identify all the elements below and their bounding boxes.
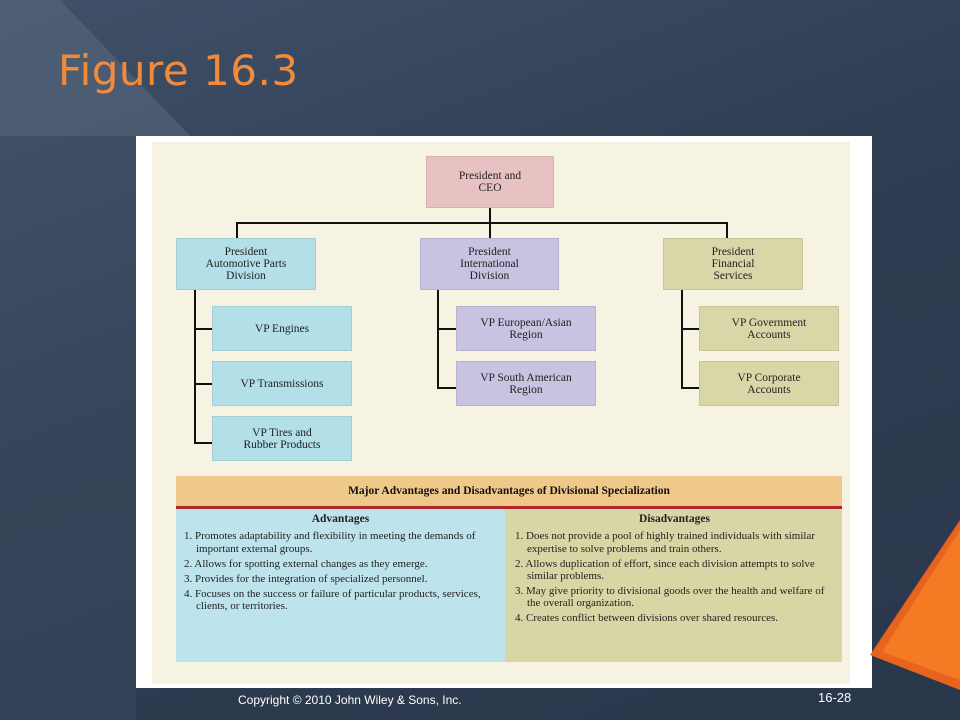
- disadvantage-item: 2. Allows duplication of effort, since e…: [515, 557, 815, 583]
- orange-triangle-decoration: [870, 520, 960, 690]
- advantage-item: 2. Allows for spotting external changes …: [184, 557, 428, 570]
- advantages-header: Advantages: [311, 513, 370, 525]
- vp-corporate-box: VP Corporate Accounts: [699, 361, 839, 406]
- disadvantage-item: 4. Creates conflict between divisions ov…: [515, 612, 778, 625]
- division-financial-box: President Financial Services: [663, 238, 803, 290]
- page-number: 16-28: [818, 690, 852, 705]
- division-automotive-box: President Automotive Parts Division: [176, 238, 316, 290]
- disadvantage-item: 1. Does not provide a pool of highly tra…: [515, 530, 816, 555]
- table-title: Major Advantages and Disadvantages of Di…: [176, 476, 842, 506]
- copyright-text: Copyright © 2010 John Wiley & Sons, Inc.: [238, 693, 462, 707]
- division-international-box: President International Division: [420, 238, 559, 290]
- advantage-item: 3. Provides for the integration of speci…: [184, 572, 428, 585]
- vp-south-american-box: VP South American Region: [456, 361, 596, 406]
- advantage-item: 4. Focuses on the success or failure of …: [184, 587, 481, 612]
- advantages-column: Advantages 1. Promotes adaptability and …: [176, 509, 505, 662]
- vp-government-box: VP Government Accounts: [699, 306, 839, 351]
- vp-engines-box: VP Engines: [212, 306, 352, 351]
- ceo-box: President and CEO: [426, 156, 554, 208]
- vp-transmissions-box: VP Transmissions: [212, 361, 352, 406]
- advantage-item: 1. Promotes adaptability and flexibility…: [184, 530, 476, 555]
- table-divider: [176, 506, 842, 509]
- disadvantages-column: Disadvantages 1. Does not provide a pool…: [505, 509, 842, 662]
- vp-tires-box: VP Tires and Rubber Products: [212, 416, 352, 461]
- slide-title: Figure 16.3: [58, 46, 299, 95]
- vp-european-asian-box: VP European/Asian Region: [456, 306, 596, 351]
- disadvantage-item: 3. May give priority to divisional goods…: [515, 585, 825, 610]
- disadvantages-header: Disadvantages: [639, 513, 710, 525]
